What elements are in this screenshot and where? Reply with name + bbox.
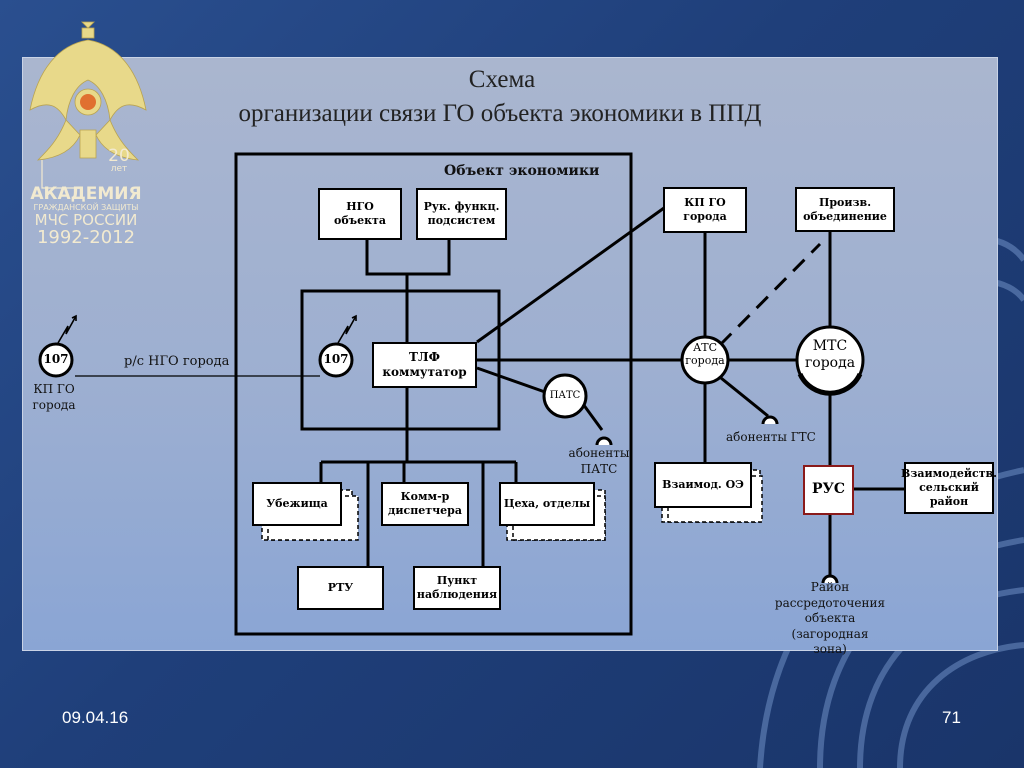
production-association-box: Произв. объединение <box>795 187 895 232</box>
dispersal-area-label: Район рассредоточения объекта (загородна… <box>774 580 886 657</box>
slide-title-line1: Схема <box>468 66 536 93</box>
logo-line1: АКАДЕМИЯ <box>30 184 142 204</box>
logo-line4: 1992-2012 <box>36 227 136 248</box>
observation-post-box: Пункт наблюдения <box>413 566 501 610</box>
rus-box: РУС <box>803 465 854 515</box>
dispatcher-switch-box: Комм-р диспетчера <box>381 482 469 526</box>
radio-link-label: р/с НГО города <box>124 354 230 369</box>
pats-subscribers-label: абоненты ПАТС <box>568 446 630 476</box>
interacting-oe-box: Взаимод. ОЭ <box>654 462 752 508</box>
logo-line2: ГРАЖДАНСКОЙ ЗАЩИТЫ <box>33 203 139 212</box>
kpgo-left-label: КП ГО города <box>32 382 76 412</box>
logo-line3: МЧС РОССИИ <box>34 211 138 229</box>
academy-emblem-logo <box>29 21 147 189</box>
ngo-object-box: НГО объекта <box>318 188 402 240</box>
pats-label: ПАТС <box>549 390 581 401</box>
mts-label: МТС города <box>804 338 856 371</box>
tlf-switchboard-box: ТЛФ коммутатор <box>372 342 477 388</box>
rtu-box: РТУ <box>297 566 384 610</box>
rural-district-box: Взаимодейств. сельский район <box>901 462 997 514</box>
footer-page-number: 71 <box>942 708 961 727</box>
workshops-box: Цеха, отделы <box>499 482 595 526</box>
slide-title-line2: организации связи ГО объекта экономики в… <box>238 100 762 127</box>
gts-subscribers-label: абоненты ГТС <box>726 430 816 444</box>
logo-years-number: 20 <box>108 146 130 166</box>
radio-107-inner-label: 107 <box>323 352 349 366</box>
object-frame-label: Объект экономики <box>444 163 600 179</box>
logo-years-word: лет <box>110 164 128 174</box>
footer-date: 09.04.16 <box>62 708 129 727</box>
ats-label: АТС города <box>685 341 725 368</box>
ruk-subsystems-box: Рук. функц. подсистем <box>416 188 507 240</box>
radio-107-left-label: 107 <box>43 352 69 366</box>
kpgo-city-box: КП ГО города <box>663 187 747 233</box>
shelters-box: Убежища <box>252 482 342 526</box>
